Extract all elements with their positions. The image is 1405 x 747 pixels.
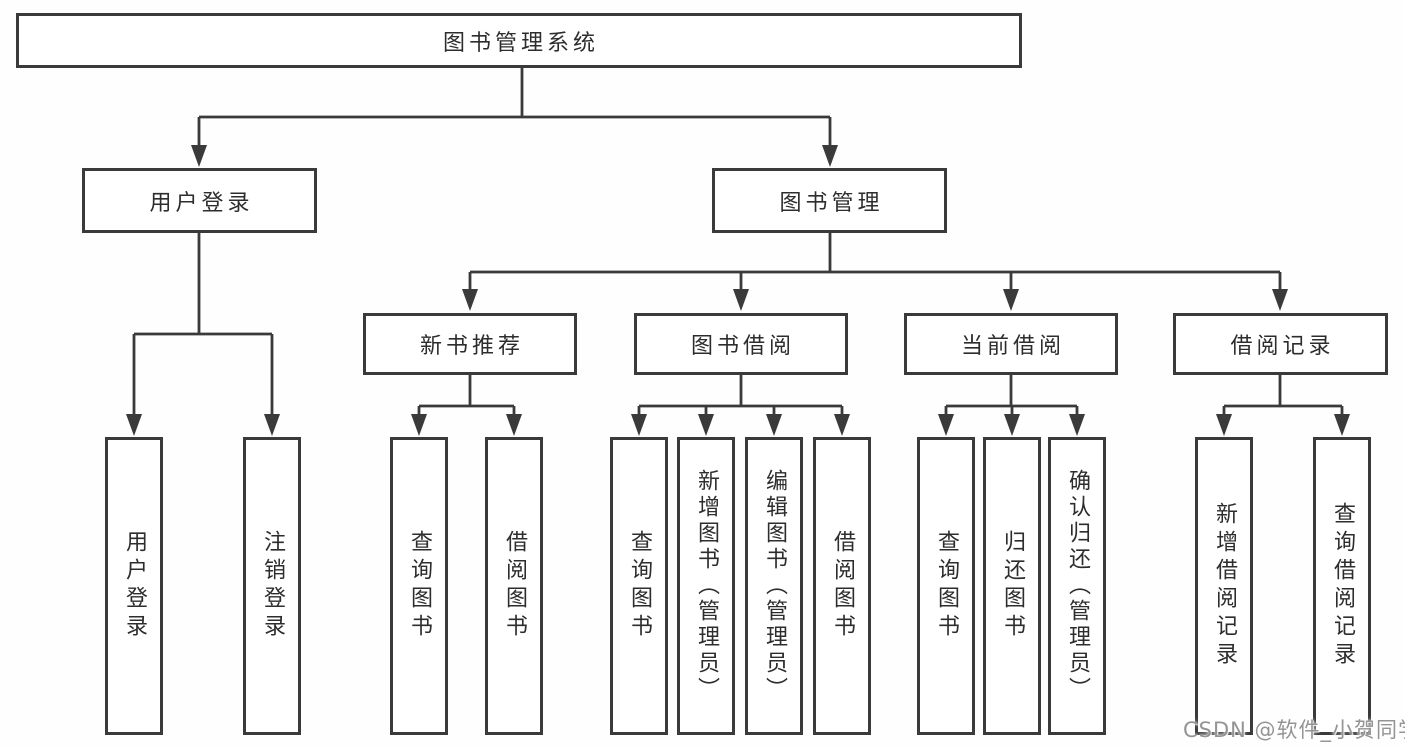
leaf-edit-books-admin-label: 编辑图书（管理员） <box>762 469 787 703</box>
leaf-return-books: 归还图书 <box>983 437 1041 735</box>
leaf-add-borrow-record: 新增借阅记录 <box>1195 437 1253 735</box>
leaf-recommend-query-books: 查询图书 <box>390 437 448 735</box>
leaf-user-login-label: 用户登录 <box>122 530 147 642</box>
leaf-borrow-query-books: 查询图书 <box>610 437 668 735</box>
node-book-borrow-label: 图书借阅 <box>690 334 795 359</box>
leaf-borrow-query-books-label: 查询图书 <box>627 530 652 642</box>
leaf-recommend-borrow-books-label: 借阅图书 <box>502 530 527 642</box>
node-root: 图书管理系统 <box>16 13 1022 68</box>
leaf-confirm-return-admin: 确认归还（管理员） <box>1048 437 1106 735</box>
leaf-return-books-label: 归还图书 <box>1000 530 1025 642</box>
leaf-add-borrow-record-label: 新增借阅记录 <box>1212 502 1237 670</box>
leaf-recommend-borrow-books: 借阅图书 <box>485 437 543 735</box>
node-new-book-recommend: 新书推荐 <box>363 313 577 375</box>
node-current-borrow-label: 当前借阅 <box>960 334 1065 359</box>
leaf-borrow-books: 借阅图书 <box>813 437 871 735</box>
leaf-query-borrow-record-label: 查询借阅记录 <box>1330 502 1355 670</box>
leaf-confirm-return-admin-label: 确认归还（管理员） <box>1065 469 1090 703</box>
leaf-recommend-query-books-label: 查询图书 <box>407 530 432 642</box>
leaf-current-query-books: 查询图书 <box>917 437 975 735</box>
node-borrow-records: 借阅记录 <box>1173 313 1388 375</box>
node-book-management-label: 图书管理 <box>779 190 884 216</box>
node-new-book-recommend-label: 新书推荐 <box>419 334 524 359</box>
node-user-login-label: 用户登录 <box>149 190 254 216</box>
node-book-management: 图书管理 <box>712 168 947 233</box>
node-user-login: 用户登录 <box>82 168 317 233</box>
leaf-add-books-admin-label: 新增图书（管理员） <box>694 469 719 703</box>
leaf-edit-books-admin: 编辑图书（管理员） <box>745 437 803 735</box>
leaf-borrow-books-label: 借阅图书 <box>830 530 855 642</box>
leaf-add-books-admin: 新增图书（管理员） <box>677 437 735 735</box>
node-borrow-records-label: 借阅记录 <box>1230 334 1335 359</box>
leaf-logout-label: 注销登录 <box>260 530 285 642</box>
leaf-user-login: 用户登录 <box>105 437 163 735</box>
node-root-label: 图书管理系统 <box>442 30 599 56</box>
watermark: CSDN @软件_小贺同学 <box>1183 718 1405 742</box>
node-current-borrow: 当前借阅 <box>904 313 1118 375</box>
leaf-logout: 注销登录 <box>243 437 301 735</box>
leaf-query-borrow-record: 查询借阅记录 <box>1313 437 1371 735</box>
node-book-borrow: 图书借阅 <box>634 313 848 375</box>
leaf-current-query-books-label: 查询图书 <box>934 530 959 642</box>
